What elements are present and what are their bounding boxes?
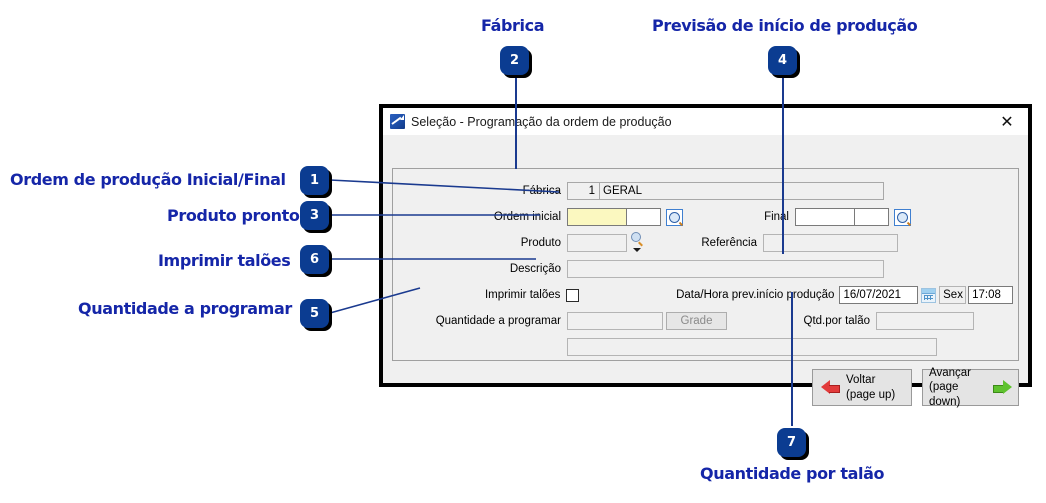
qtd-talao-label: Qtd.por talão (803, 315, 870, 327)
final-label: Final (764, 211, 789, 223)
annotation-label-7: Quantidade por talão (700, 464, 885, 483)
annotation-badge-2: 2 (500, 46, 529, 75)
magnifier-glyph (897, 211, 908, 223)
dialog-client-area: Fábrica 1 GERAL Ordem inicial Final Prod… (383, 135, 1028, 408)
row-extra (393, 338, 1013, 356)
avancar-button[interactable]: Avançar (page down) (922, 366, 1019, 409)
avancar-line2: (page down) (929, 381, 961, 408)
annotation-badge-5: 5 (300, 299, 329, 328)
descricao-input[interactable] (567, 260, 884, 278)
annotation-badge-4: 4 (768, 46, 797, 75)
extra-input[interactable] (567, 338, 937, 356)
annotation-label-1: Ordem de produção Inicial/Final (10, 170, 286, 189)
final-input-2[interactable] (855, 208, 889, 226)
fabrica-name-field[interactable]: GERAL (600, 182, 884, 200)
magnifier-glyph (669, 211, 680, 223)
produto-lookup-group[interactable] (631, 232, 646, 252)
voltar-button[interactable]: Voltar (page up) (812, 369, 912, 406)
annotation-label-3: Produto pronto (167, 206, 300, 225)
selection-group-panel: Fábrica 1 GERAL Ordem inicial Final Prod… (392, 168, 1019, 361)
voltar-button-label: Voltar (page up) (846, 373, 895, 402)
calendar-icon[interactable] (921, 287, 937, 303)
quantidade-label: Quantidade a programar (435, 315, 561, 327)
row-fabrica: Fábrica 1 GERAL (393, 182, 1005, 200)
ordem-inicial-input[interactable] (567, 208, 627, 226)
produto-input[interactable] (567, 234, 627, 252)
ordem-inicial-input-2[interactable] (627, 208, 661, 226)
avancar-line1: Avançar (929, 366, 971, 379)
produto-chevron-down-icon[interactable] (633, 248, 641, 252)
annotation-badge-3: 3 (300, 201, 329, 230)
ordem-inicial-label: Ordem inicial (493, 211, 561, 223)
voltar-line2: (page up) (846, 388, 896, 401)
data-input[interactable]: 16/07/2021 (839, 286, 919, 304)
annotation-label-6: Imprimir talões (158, 251, 291, 270)
arrow-right-icon (993, 380, 1012, 395)
weekday-display: Sex (939, 286, 967, 304)
grade-button-label: Grade (680, 315, 713, 327)
data-hora-label: Data/Hora prev.início produção (676, 289, 835, 301)
quantidade-input[interactable] (567, 312, 663, 330)
fabrica-code-field[interactable]: 1 (567, 182, 600, 200)
row-ordem-inicial: Ordem inicial Final (393, 208, 1013, 226)
annotation-label-4: Previsão de início de produção (652, 16, 918, 35)
row-produto: Produto Referência (393, 232, 1013, 252)
close-icon[interactable]: ✕ (1000, 112, 1014, 131)
annotation-label-2: Fábrica (481, 16, 545, 35)
imprimir-taloes-checkbox[interactable] (566, 288, 580, 302)
hora-input[interactable]: 17:08 (968, 286, 1013, 304)
row-quantidade: Quantidade a programar Grade Qtd.por tal… (393, 312, 1013, 330)
dialog-title: Seleção - Programação da ordem de produç… (411, 114, 672, 129)
annotation-badge-6: 6 (300, 245, 329, 274)
produto-label: Produto (520, 237, 561, 249)
avancar-button-label: Avançar (page down) (929, 366, 988, 409)
descricao-label: Descrição (509, 263, 561, 275)
grade-button[interactable]: Grade (666, 312, 727, 330)
app-chart-icon (390, 114, 405, 129)
voltar-line1: Voltar (846, 374, 876, 387)
dialog-button-bar: Voltar (page up) Avançar (page down) (392, 366, 1019, 411)
selection-dialog: Seleção - Programação da ordem de produç… (379, 104, 1032, 408)
fabrica-label: Fábrica (522, 185, 561, 197)
produto-search-icon[interactable] (631, 232, 644, 247)
annotation-badge-7: 7 (777, 428, 806, 457)
dialog-titlebar: Seleção - Programação da ordem de produç… (383, 108, 1028, 135)
final-input[interactable] (795, 208, 855, 226)
imprimir-taloes-label: Imprimir talões (484, 289, 561, 301)
referencia-input[interactable] (763, 234, 898, 252)
qtd-talao-input[interactable] (876, 312, 974, 330)
final-search-icon[interactable] (894, 208, 911, 226)
annotation-label-5: Quantidade a programar (78, 299, 292, 318)
ordem-inicial-search-icon[interactable] (666, 208, 683, 226)
arrow-left-icon (821, 380, 840, 395)
row-imprimir-taloes: Imprimir talões Data/Hora prev.início pr… (393, 286, 1013, 304)
row-descricao: Descrição (393, 260, 1013, 278)
referencia-label: Referência (701, 237, 757, 249)
annotation-badge-1: 1 (300, 166, 329, 195)
